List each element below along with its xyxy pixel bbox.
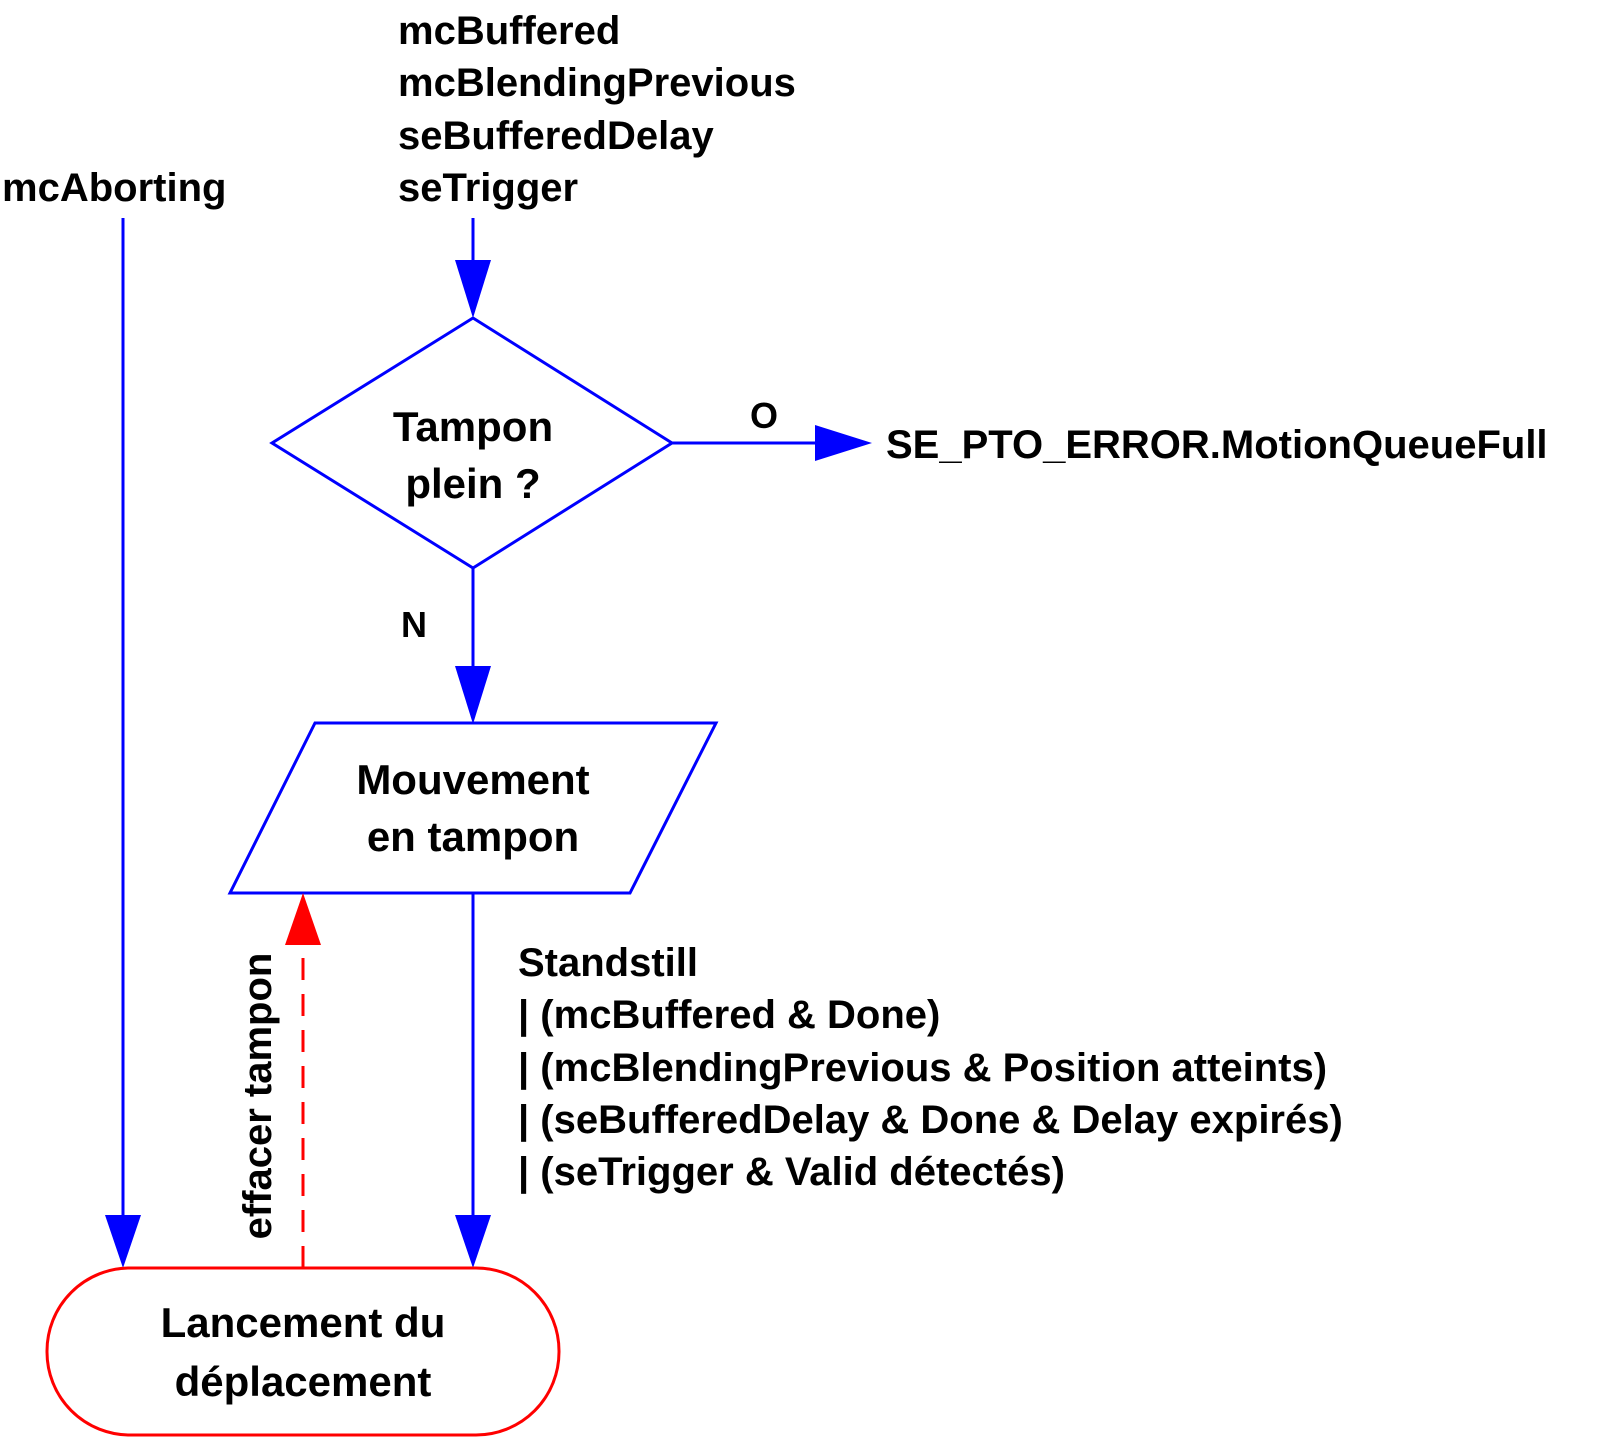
- arrow-move-to-start: [455, 893, 491, 1268]
- start-move-line1: Lancement du: [161, 1299, 446, 1346]
- buffered-move-line1: Mouvement: [356, 756, 589, 803]
- condition-line: | (seTrigger & Valid détectés): [518, 1150, 1065, 1194]
- clear-buffer-label: effacer tampon: [236, 953, 280, 1240]
- arrow-head: [455, 666, 491, 724]
- start-move-terminal: Lancement du déplacement: [45, 1266, 561, 1437]
- terminal-shape: [45, 1266, 561, 1437]
- condition-line: Standstill: [518, 941, 698, 985]
- input-setrigger: seTrigger: [398, 166, 578, 210]
- arrow-head: [285, 893, 321, 945]
- arrow-aborting-to-start: [105, 218, 141, 1268]
- arrow-head: [105, 1215, 141, 1268]
- arrow-inputs-to-decision: [455, 218, 491, 318]
- buffered-move-block: Mouvement en tampon: [227, 721, 719, 895]
- decision-buffer-full: Tampon plein ?: [269, 316, 675, 570]
- parallelogram: [227, 721, 719, 895]
- condition-line: | (seBufferedDelay & Done & Delay expiré…: [518, 1098, 1343, 1142]
- condition-line: | (mcBuffered & Done): [518, 993, 940, 1037]
- buffered-inputs: mcBuffered mcBlendingPrevious seBuffered…: [398, 9, 796, 210]
- arrow-clear-buffer: effacer tampon: [236, 893, 321, 1268]
- arrow-no-branch: N: [401, 568, 491, 724]
- arrow-head: [455, 1215, 491, 1268]
- decision-label-line2: plein ?: [405, 460, 540, 507]
- arrow-yes-branch: O: [672, 395, 872, 461]
- start-move-line2: déplacement: [175, 1358, 432, 1405]
- no-label: N: [401, 604, 427, 645]
- arrow-head: [455, 260, 491, 318]
- arrow-head: [815, 425, 872, 461]
- error-motion-queue-full: SE_PTO_ERROR.MotionQueueFull: [886, 423, 1548, 467]
- input-mcbuffered: mcBuffered: [398, 9, 620, 53]
- transition-condition: Standstill | (mcBuffered & Done) | (mcBl…: [518, 941, 1343, 1194]
- input-mcblendingprevious: mcBlendingPrevious: [398, 61, 796, 105]
- input-sebuffereddelay: seBufferedDelay: [398, 114, 714, 158]
- buffered-move-line2: en tampon: [367, 813, 579, 860]
- decision-label-line1: Tampon: [393, 403, 553, 450]
- condition-line: | (mcBlendingPrevious & Position atteint…: [518, 1046, 1327, 1090]
- input-mcaborting: mcAborting: [2, 166, 226, 210]
- yes-label: O: [750, 395, 778, 436]
